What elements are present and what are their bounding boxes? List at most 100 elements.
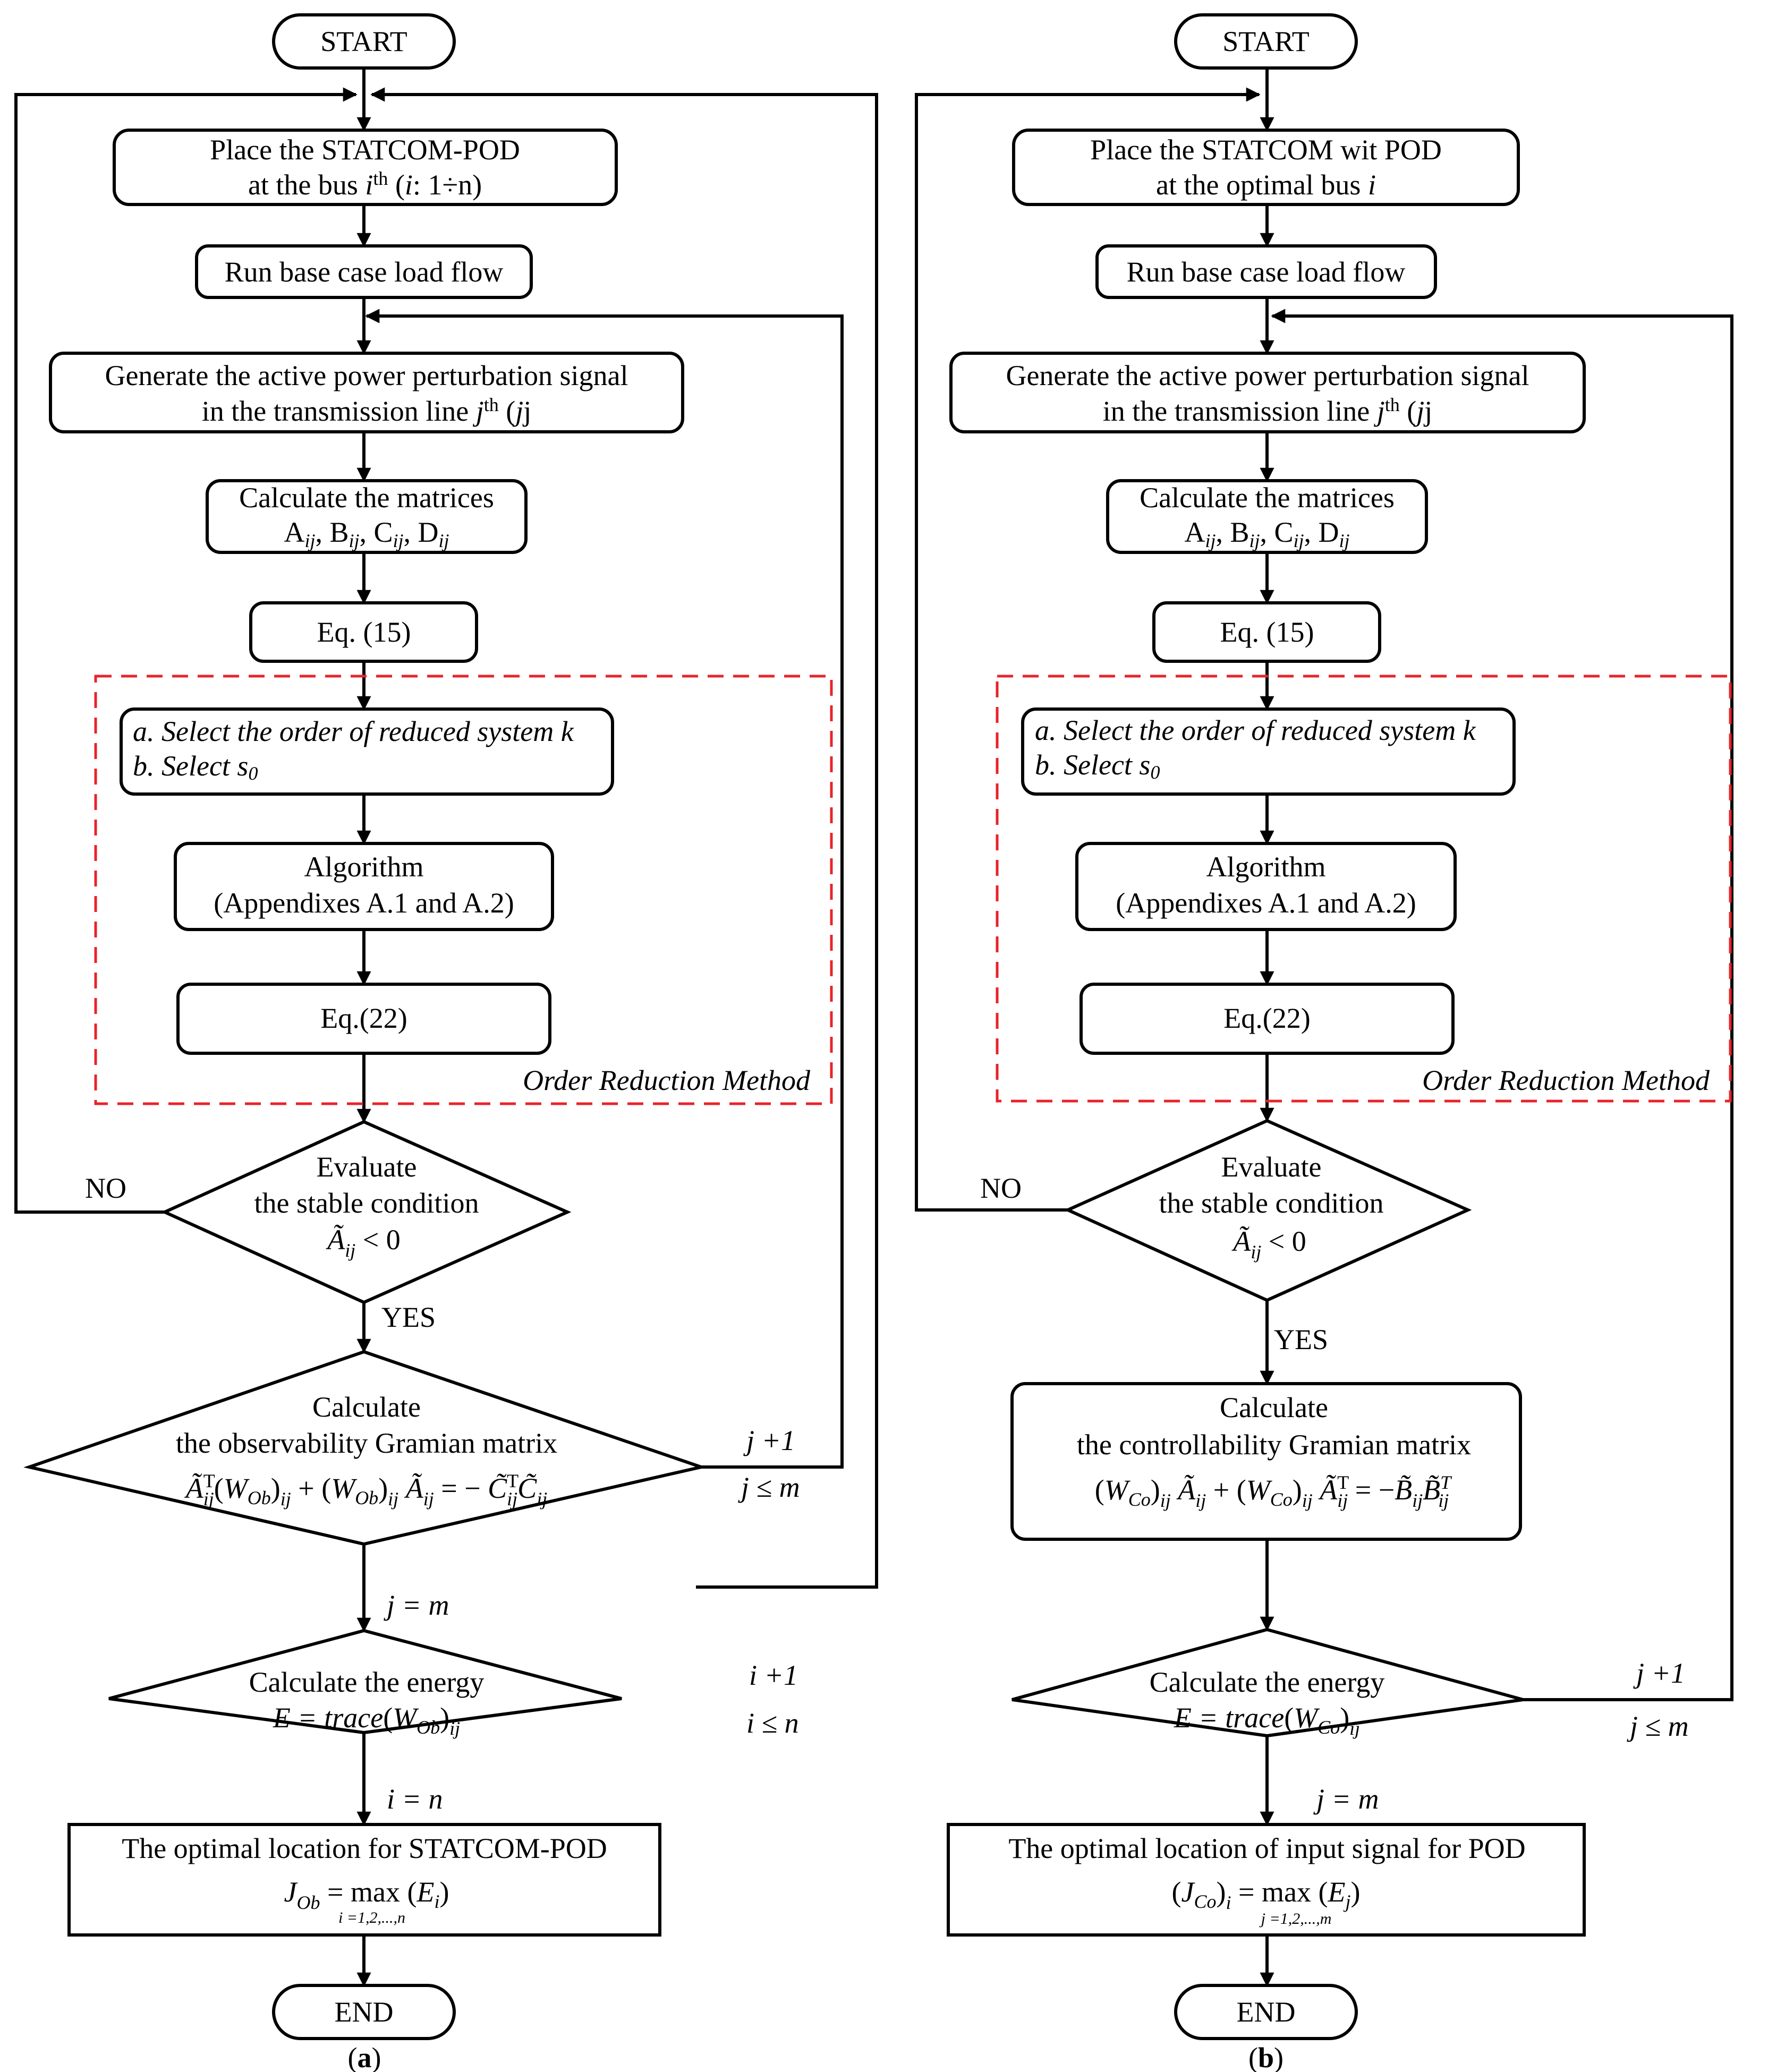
max-subscript-a: i =1,2,...,n — [338, 1909, 405, 1926]
start-label-b: START — [1222, 25, 1309, 57]
order-reduction-region — [94, 675, 833, 1105]
select-order-box: a. Select the order of reduced system k … — [120, 707, 614, 796]
evaluate-stable-diamond: Evaluate the stable condition Ãij < 0 — [160, 1120, 572, 1304]
gramian-line-1-b: Calculate — [1220, 1392, 1328, 1423]
eq15-box-b — [1152, 601, 1381, 663]
j-le-m-label: j ≤ m — [738, 1471, 800, 1503]
run-load-flow-box-b — [1095, 244, 1437, 299]
generate-line-1: Generate the active power perturbation s… — [105, 360, 628, 391]
yes-label: YES — [381, 1301, 436, 1333]
select-line-2: b. Select s0 — [133, 750, 258, 784]
panel-a-caption: (a) — [348, 2042, 381, 2072]
panel-a-connectors — [14, 68, 878, 1987]
end-terminal-b — [1174, 1984, 1358, 2040]
place-line-1: Place the STATCOM-POD — [210, 134, 520, 166]
eq22-box: Eq.(22) — [176, 983, 551, 1055]
optimal-location-box-b — [947, 1823, 1586, 1937]
energy-diamond-b — [1012, 1627, 1524, 1738]
j-eq-m-label-b: j = m — [1313, 1783, 1379, 1815]
generate-line-1-b: Generate the active power perturbation s… — [1006, 360, 1529, 391]
b-loop-j — [1271, 309, 1733, 1701]
matrices-line-2: Aij, Bij, Cij, Dij — [284, 516, 449, 551]
j-eq-m-label: j = m — [384, 1589, 449, 1621]
gramian-line-2: the observability Gramian matrix — [176, 1427, 557, 1459]
optimal-title-a: The optimal location for STATCOM-POD — [122, 1832, 607, 1864]
energy-diamond-a — [108, 1628, 622, 1735]
evaluate-line-1-b: Evaluate — [1221, 1151, 1322, 1183]
select-line-1: a. Select the order of reduced system k — [133, 715, 574, 747]
eq15-box: Eq. (15) — [249, 601, 478, 663]
panel-b-caption: (b) — [1248, 2042, 1284, 2072]
calculate-matrices-box-b — [1106, 479, 1428, 554]
algorithm-line-1-b: Algorithm — [1206, 851, 1326, 883]
j-plus-one-label: j +1 — [743, 1425, 795, 1456]
order-reduction-label-b: Order Reduction Method — [1422, 1064, 1710, 1096]
energy-formula-b: E = trace(WCo)ij — [1174, 1702, 1360, 1739]
gramian-line-2-b: the controllability Gramian matrix — [1077, 1429, 1471, 1461]
optimal-formula-a: JOb = max (Ei) — [284, 1876, 449, 1913]
evaluate-line-2-b: the stable condition — [1159, 1187, 1384, 1219]
eq22-label: Eq.(22) — [320, 1002, 407, 1034]
generate-perturbation-box: Generate the active power perturbation s… — [49, 352, 684, 433]
b-loop-no — [915, 87, 1261, 1212]
optimal-formula-b: (JCo)i = max (Ej) — [1172, 1876, 1361, 1913]
place-line-2: at the bus ith (i: 1÷n) — [248, 168, 482, 201]
j-plus-one-label-b: j +1 — [1633, 1657, 1685, 1689]
evaluate-stable-diamond-b — [1064, 1119, 1472, 1302]
start-terminal: START — [272, 13, 456, 70]
end-label-a: END — [335, 1996, 394, 2028]
algorithm-line-2-b: (Appendixes A.1 and A.2) — [1116, 887, 1416, 919]
no-label-b: NO — [980, 1172, 1022, 1204]
controllability-gramian-box — [1010, 1382, 1522, 1541]
eq15-label: Eq. (15) — [317, 616, 411, 648]
evaluate-line-1: Evaluate — [317, 1151, 417, 1183]
select-order-box-b — [1021, 707, 1516, 796]
i-eq-n-label: i = n — [387, 1783, 443, 1815]
place-statcom-box: Place the STATCOM-POD at the bus ith (i:… — [113, 129, 618, 206]
panel-a: START Place the STATCOM-POD at the bus i… — [14, 13, 878, 1987]
calculate-matrices-box: Calculate the matrices Aij, Bij, Cij, Di… — [206, 479, 528, 554]
no-label: NO — [85, 1172, 126, 1204]
order-reduction-region-b — [996, 675, 1732, 1103]
place-statcom-box-b — [1012, 129, 1520, 206]
start-terminal-b — [1174, 13, 1358, 70]
j-le-m-label-b: j ≤ m — [1627, 1710, 1689, 1742]
eq22-label-b: Eq.(22) — [1223, 1002, 1310, 1034]
end-terminal-a — [272, 1984, 456, 2040]
i-plus-one-label: i +1 — [749, 1659, 798, 1691]
generate-line-2-b: in the transmission line jth (jj — [1103, 394, 1433, 427]
stable-condition-formula: Ãij < 0 — [326, 1224, 400, 1261]
matrices-line-1: Calculate the matrices — [239, 482, 494, 514]
place-line-1-b: Place the STATCOM wit POD — [1090, 134, 1442, 166]
stable-condition-formula-b: Ãij < 0 — [1231, 1225, 1306, 1263]
algorithm-line-1: Algorithm — [304, 851, 424, 883]
i-le-n-label: i ≤ n — [746, 1707, 799, 1739]
run-load-flow-label: Run base case load flow — [225, 256, 504, 288]
matrices-line-1-b: Calculate the matrices — [1140, 482, 1395, 514]
algorithm-line-2: (Appendixes A.1 and A.2) — [214, 887, 514, 919]
generate-line-2: in the transmission line jth (jj — [202, 394, 532, 427]
evaluate-line-2: the stable condition — [254, 1187, 479, 1219]
select-line-1-b: a. Select the order of reduced system k — [1035, 714, 1476, 746]
yes-label-b: YES — [1274, 1324, 1328, 1355]
generate-perturbation-box-b — [949, 352, 1586, 433]
optimal-location-box-a — [67, 1823, 661, 1937]
energy-label-a: Calculate the energy — [249, 1666, 484, 1698]
eq22-box-b — [1080, 983, 1455, 1055]
algorithm-box: Algorithm (Appendixes A.1 and A.2) — [174, 842, 554, 931]
matrices-line-2-b: Aij, Bij, Cij, Dij — [1184, 516, 1349, 551]
observability-gramian-diamond: Calculate the observability Gramian matr… — [23, 1350, 707, 1546]
place-line-2-b: at the optimal bus i — [1156, 169, 1376, 201]
optimal-title-b: The optimal location of input signal for… — [1008, 1832, 1525, 1864]
select-line-2-b: b. Select s0 — [1035, 749, 1160, 783]
end-label-b: END — [1237, 1996, 1296, 2028]
order-reduction-label: Order Reduction Method — [523, 1064, 811, 1096]
max-subscript-b: j =1,2,...,m — [1259, 1910, 1332, 1928]
panel-a-lower: Calculate the energy E = trace(WOb)ij i +1… — [67, 1628, 799, 2072]
algorithm-box-b — [1075, 842, 1457, 931]
energy-formula-a: E = trace(WOb)ij — [273, 1702, 460, 1739]
